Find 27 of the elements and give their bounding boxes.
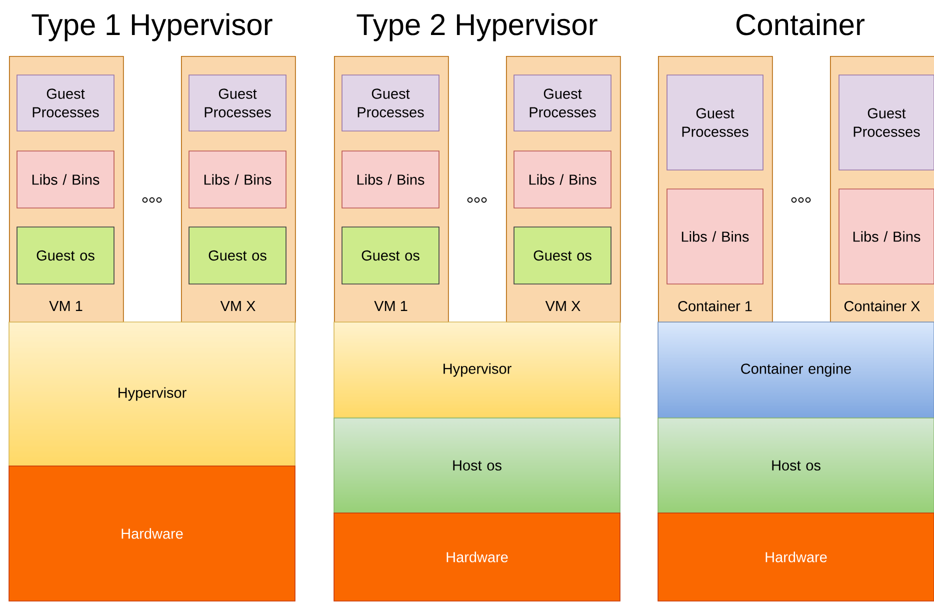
library-box: Libs / Bins [16,150,114,208]
process-box: Guest Processes [514,74,612,132]
os-box: Guest os [16,226,114,284]
layer-band: Container engine [658,322,934,418]
process-box: Guest Processes [188,74,286,132]
os-box: Guest os [514,226,612,284]
layer-band: Hardware [334,512,620,602]
library-box: Libs / Bins [666,188,764,284]
column-title: Container [736,13,864,36]
os-box: Guest os [342,226,440,284]
process-box: Guest Processes [342,74,440,132]
column-title: Type 1 Hypervisor [32,13,272,42]
library-box: Libs / Bins [838,188,934,284]
layer-band: Hypervisor [334,322,620,418]
layer-band: Hardware [8,466,296,602]
process-box: Guest Processes [666,74,764,170]
library-box: Libs / Bins [342,150,440,208]
column-title: Type 2 Hypervisor [356,13,598,42]
layer-band: Host os [334,418,620,514]
process-box: Guest Processes [838,74,934,170]
library-box: Libs / Bins [188,150,286,208]
os-box: Guest os [188,226,286,284]
layer-band: Hypervisor [8,322,296,466]
process-box: Guest Processes [16,74,114,132]
layer-band: Host os [658,418,934,514]
library-box: Libs / Bins [514,150,612,208]
layer-band: Hardware [658,512,934,602]
